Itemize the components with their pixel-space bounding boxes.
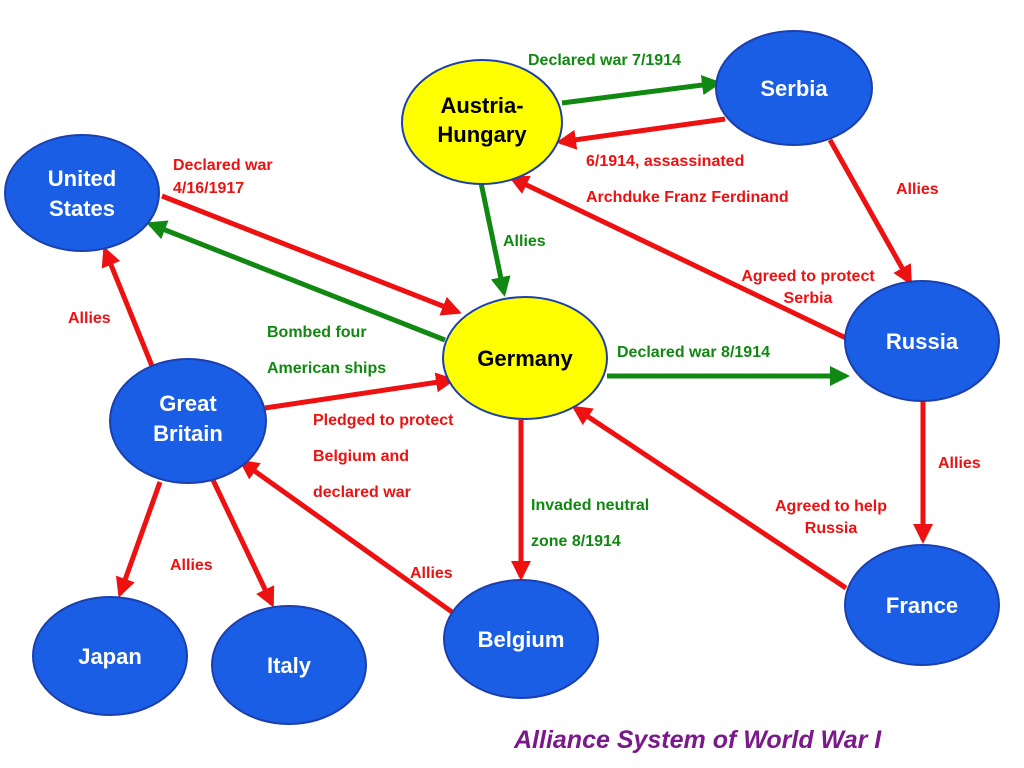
node-label: Belgium	[478, 627, 565, 652]
diagram-title: Alliance System of World War I	[513, 726, 882, 754]
node-label: France	[886, 593, 958, 618]
edge-serbia-to-russia	[827, 138, 913, 286]
edge-gb-to-us	[101, 246, 155, 367]
edge-label: Allies	[896, 181, 939, 198]
node-label: Russia	[886, 329, 959, 354]
edge-label: Declared war 7/1914	[528, 52, 681, 69]
edge-label: Russia	[805, 520, 858, 537]
edge-russia-to-austria-hungary	[508, 175, 848, 341]
node-serbia: Serbia	[715, 30, 873, 146]
node-belgium: Belgium	[443, 579, 599, 699]
node-russia: Russia	[844, 280, 1000, 402]
edge-label: Declared war 8/1914	[617, 344, 770, 361]
node-label: Serbia	[760, 76, 828, 101]
edge-france-to-germany	[571, 405, 848, 591]
node-france: France	[844, 544, 1000, 666]
node-japan: Japan	[32, 596, 188, 716]
nodes: Austria- Hungary Serbia United States Ge…	[4, 30, 1000, 725]
edge-label: Belgium and	[313, 448, 409, 465]
node-label: Japan	[78, 644, 142, 669]
node-label: Germany	[477, 346, 573, 371]
edge-labels: Declared war 7/1914 6/1914, assassinated…	[68, 52, 981, 582]
edge-serbia-to-austria-hungary	[556, 116, 726, 150]
node-label: Britain	[153, 421, 223, 446]
edge-label: Agreed to protect	[741, 268, 875, 285]
edge-germany-to-us	[146, 220, 446, 343]
node-label: Italy	[267, 653, 312, 678]
edge-label: declared war	[313, 484, 411, 501]
edge-gb-to-germany	[264, 372, 456, 411]
edge-label: Allies	[503, 233, 546, 250]
edge-label: 6/1914, assassinated	[586, 153, 744, 170]
edge-label: Allies	[170, 557, 213, 574]
edge-gb-to-italy	[210, 478, 275, 608]
edge-label: Allies	[938, 455, 981, 472]
node-italy: Italy	[211, 605, 367, 725]
node-label: Great	[159, 391, 217, 416]
edge-label: Allies	[68, 310, 111, 327]
node-great-britain: Great Britain	[109, 358, 267, 484]
edge-label: zone 8/1914	[531, 533, 621, 550]
edge-label: American ships	[267, 360, 386, 377]
node-label: Austria-	[440, 93, 523, 118]
edges	[101, 75, 933, 615]
edge-us-to-germany	[161, 193, 462, 316]
edge-label: Serbia	[784, 290, 833, 307]
edge-label: Archduke Franz Ferdinand	[586, 189, 789, 206]
edge-label: Declared war	[173, 157, 273, 174]
node-label: States	[49, 196, 115, 221]
edge-label: Invaded neutral	[531, 497, 649, 514]
edge-gb-to-japan	[115, 481, 163, 598]
edge-label: 4/16/1917	[173, 180, 244, 197]
node-austria-hungary: Austria- Hungary	[401, 59, 563, 185]
node-germany: Germany	[442, 296, 608, 420]
edge-label: Allies	[410, 565, 453, 582]
edge-label: Pledged to protect	[313, 412, 454, 429]
edge-austria-hungary-to-germany	[477, 177, 511, 297]
node-label: Hungary	[437, 122, 527, 147]
edge-austria-hungary-to-serbia	[561, 75, 722, 106]
edge-label: Bombed four	[267, 324, 367, 341]
edge-belgium-to-gb	[238, 459, 454, 615]
node-label: United	[48, 166, 116, 191]
node-united-states: United States	[4, 134, 160, 252]
edge-label: Agreed to help	[775, 498, 887, 515]
